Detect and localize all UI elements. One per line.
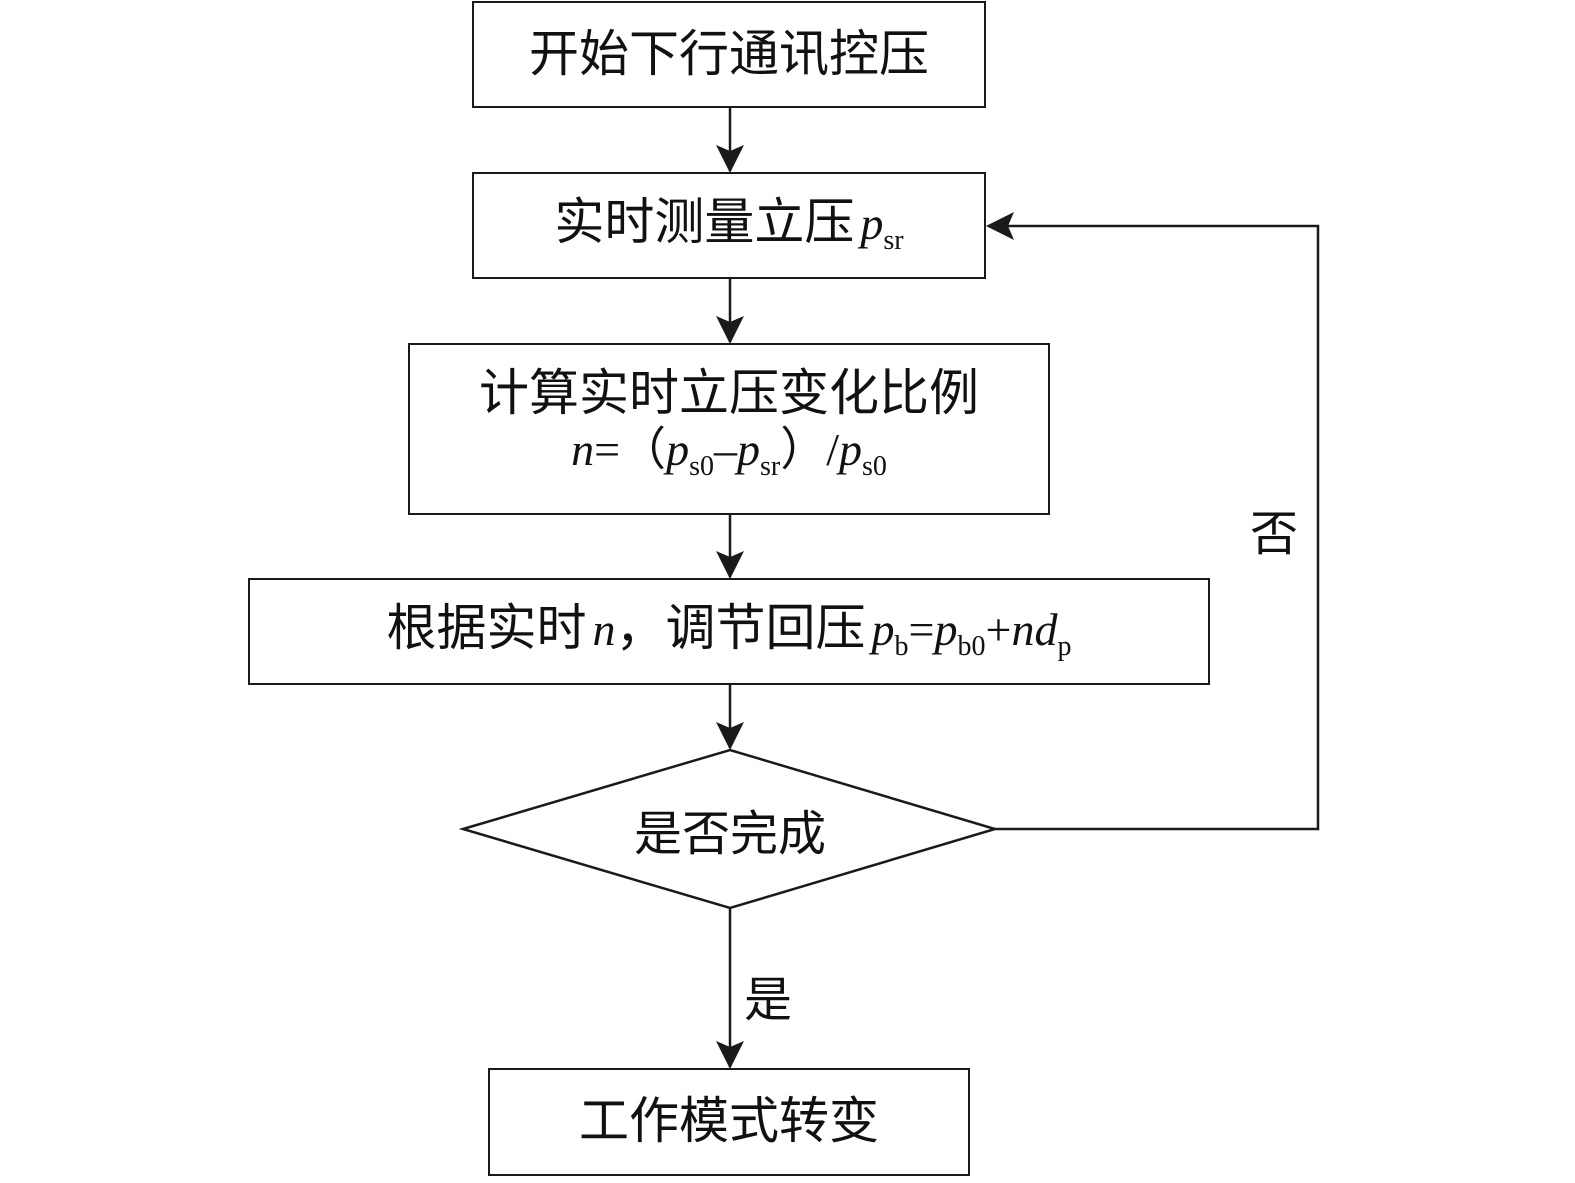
adjust-pb0: p (934, 603, 958, 655)
adjust-plus: + (985, 603, 1012, 655)
start-box: 开始下行通讯控压 (472, 1, 986, 108)
adjust-pb-sub: b (894, 630, 909, 662)
compute-p2-sub: sr (759, 451, 781, 483)
measure-text: 实时测量立压 (554, 192, 855, 251)
measure-sub: sr (883, 224, 904, 256)
decision-diamond (458, 748, 1000, 910)
compute-p3: p (838, 424, 862, 476)
yes-branch-label: 是 (744, 972, 793, 1028)
compute-p1-sub: s0 (689, 451, 714, 483)
decision-label: 是否完成 (633, 806, 826, 862)
compute-close: ）/ (780, 424, 839, 476)
compute-eq: =（ (594, 424, 667, 476)
compute-p1: p (666, 424, 690, 476)
arrow-no-loop-back (986, 212, 1320, 831)
no-branch-label: 否 (1250, 506, 1299, 562)
adjust-eq: = (908, 603, 935, 655)
compute-n: n (571, 424, 595, 476)
compute-line1: 计算实时立压变化比例 (479, 363, 979, 422)
measure-var: p (860, 197, 884, 249)
adjust-n: n (592, 603, 616, 655)
compute-p3-sub: s0 (861, 451, 887, 483)
start-label: 开始下行通讯控压 (529, 24, 929, 83)
end-box: 工作模式转变 (488, 1068, 970, 1176)
adjust-pb0-sub: b0 (957, 630, 986, 662)
compute-p2: p (736, 424, 760, 476)
compute-box: 计算实时立压变化比例 n=（ps0–psr）/ps0 (408, 343, 1050, 515)
adjust-nd-sub: p (1057, 630, 1072, 662)
adjust-pb: p (871, 603, 895, 655)
adjust-middle: ，调节回压 (615, 598, 866, 657)
compute-minus: – (713, 424, 737, 476)
adjust-nd: nd (1011, 603, 1058, 655)
compute-formula: n=（ps0–psr）/ps0 (571, 424, 887, 483)
adjust-prefix: 根据实时 (386, 598, 587, 657)
end-label: 工作模式转变 (579, 1092, 879, 1151)
